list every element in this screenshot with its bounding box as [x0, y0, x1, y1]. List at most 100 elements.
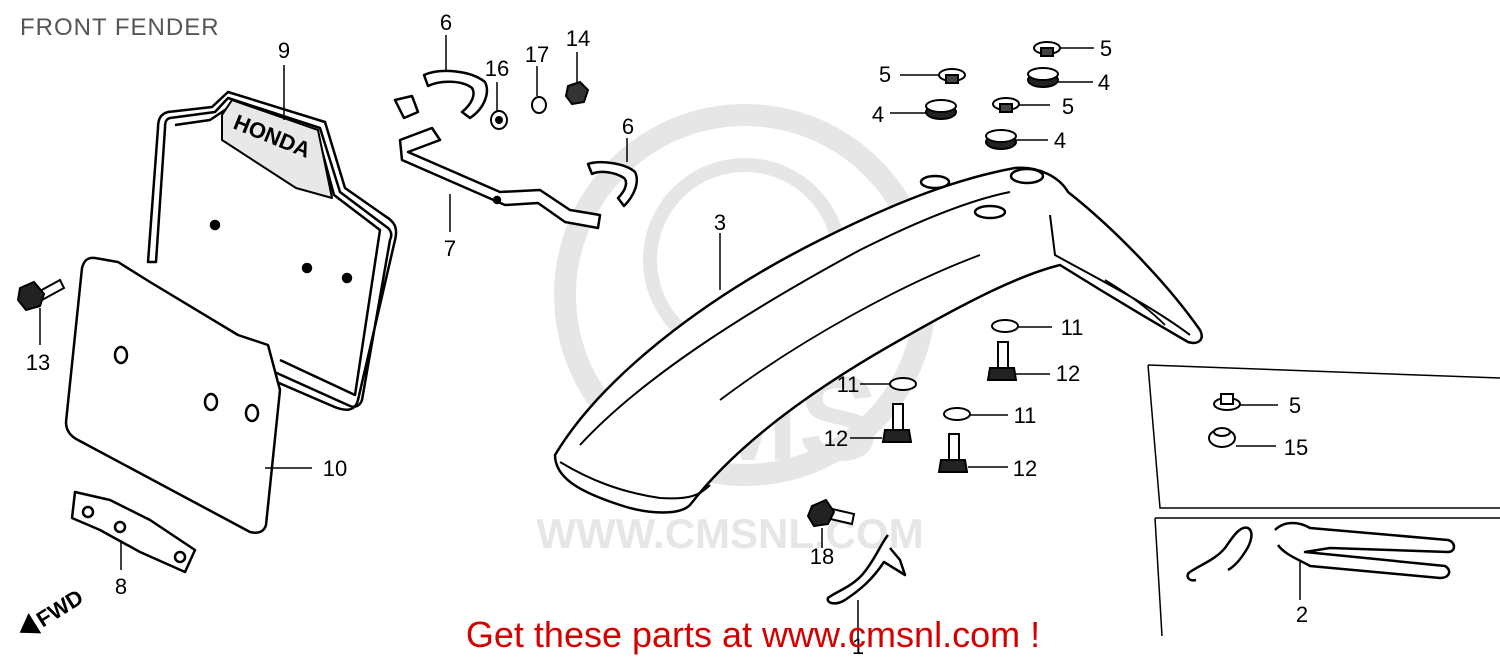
bracket-8 [70, 490, 197, 574]
inset-lower [1154, 517, 1500, 637]
callout-5a: 5 [1100, 36, 1112, 61]
collar-5a [1033, 41, 1061, 57]
callout-12a: 12 [1056, 361, 1080, 386]
inset-upper [1147, 364, 1500, 509]
rubber-mount-4c [985, 129, 1017, 150]
callout-11a: 11 [1061, 315, 1084, 340]
bracket-8-hole-1 [81, 505, 95, 519]
callout-13: 13 [26, 350, 50, 375]
cable-guide-7 [393, 94, 602, 230]
diagram-title: FRONT FENDER [20, 14, 220, 41]
number-plate-hole-3 [244, 403, 260, 423]
callout-4b: 4 [872, 102, 884, 127]
callout-9: 9 [278, 38, 290, 63]
callout-numbers: 9 6 16 17 14 6 7 3 13 10 8 5 4 5 4 5 4 1… [26, 10, 1308, 659]
bolt-12c [937, 433, 969, 473]
callout-18: 18 [810, 544, 834, 569]
callout-15: 15 [1284, 435, 1308, 460]
callout-11b: 11 [837, 372, 860, 397]
clip-2-hook [1186, 570, 1197, 582]
callout-5b: 5 [879, 62, 891, 87]
collar-5c [992, 97, 1020, 113]
mount-hardware-top [925, 41, 1061, 150]
nut-14-body [564, 80, 590, 106]
callout-1: 1 [852, 634, 864, 659]
callout-11c: 11 [1014, 403, 1037, 428]
fender-ridge [579, 191, 1011, 446]
inset-upper-border [1147, 364, 1500, 509]
cable-clamp-6a [422, 69, 489, 120]
fender-side [1049, 214, 1191, 336]
fender-underside [1104, 279, 1166, 326]
bolt-12a [986, 341, 1018, 381]
clip-2-wire [1189, 521, 1456, 580]
plate-holder-badge [221, 99, 333, 199]
front-fender [553, 166, 1203, 514]
cable-clamp-6a-body [422, 69, 489, 120]
plate-holder-hole-1 [209, 219, 221, 231]
fender-rim [559, 461, 711, 500]
watermark-url: WWW.CMSNL.COM [536, 510, 923, 557]
number-plate-hole-1 [113, 345, 129, 365]
fender-mount-hole-3 [973, 204, 1007, 220]
callout-4c: 4 [1054, 128, 1066, 153]
washer-16 [490, 110, 508, 130]
callout-12c: 12 [1013, 456, 1037, 481]
fender-mount-hole-2 [1009, 167, 1045, 185]
number-plate-hole-2 [203, 392, 219, 412]
callout-8: 8 [115, 574, 127, 599]
callout-6b: 6 [622, 114, 634, 139]
plate-holder-hole-3 [341, 272, 353, 284]
rubber-mount-4b [925, 99, 957, 120]
callout-5d: 5 [1289, 393, 1301, 418]
number-plate [64, 256, 282, 534]
callout-3: 3 [714, 210, 726, 235]
callout-14: 14 [566, 26, 590, 51]
fender-ridge-2 [719, 254, 981, 401]
cable-clamp-6b-body [586, 161, 639, 208]
leader-lines [39, 35, 1301, 640]
fwd-arrow-head [19, 613, 42, 634]
callout-17: 17 [525, 42, 549, 67]
collar-5d [1213, 393, 1241, 411]
nut-14 [564, 80, 590, 106]
bolt-hardware [881, 319, 1019, 473]
washer-11c [943, 407, 971, 421]
inset-lower-border [1154, 517, 1500, 637]
fender-body [553, 166, 1203, 514]
cable-guide-7-hole [492, 195, 502, 205]
clip-1 [826, 534, 907, 605]
callout-10: 10 [323, 456, 347, 481]
plate-holder-frame [146, 90, 398, 411]
number-plate-body [64, 256, 282, 534]
callout-4a: 4 [1098, 70, 1110, 95]
callout-6a: 6 [440, 10, 452, 35]
collar-5b [938, 68, 966, 84]
bolt-12b [881, 403, 913, 443]
callout-12b: 12 [824, 426, 848, 451]
washer-11b [889, 377, 917, 391]
cable-clamp-6b [586, 161, 639, 208]
cable-guide-7-tab [393, 94, 420, 120]
rubber-mount-4a [1027, 67, 1059, 88]
bolt-18 [806, 498, 856, 528]
plate-holder-hole-2 [301, 262, 313, 274]
bracket-8-hole-3 [173, 550, 187, 564]
collar-15 [1208, 427, 1236, 448]
callout-16: 16 [485, 56, 509, 81]
washer-11a [991, 319, 1019, 333]
callout-7: 7 [444, 236, 456, 261]
bolt-13-head [16, 280, 46, 312]
ring-17 [531, 96, 547, 114]
bracket-8-body [70, 490, 197, 574]
callout-5c: 5 [1062, 94, 1074, 119]
bolt-13 [16, 278, 66, 312]
bracket-8-hole-2 [113, 520, 127, 534]
cable-guide-7-body [398, 126, 602, 230]
clip-1-wire [826, 534, 907, 605]
callout-2: 2 [1296, 602, 1308, 627]
promo-banner[interactable]: Get these parts at www.cmsnl.com ! [0, 614, 1500, 656]
promo-text[interactable]: Get these parts at www.cmsnl.com ! [465, 614, 1041, 655]
washer-16-inner [495, 116, 503, 124]
